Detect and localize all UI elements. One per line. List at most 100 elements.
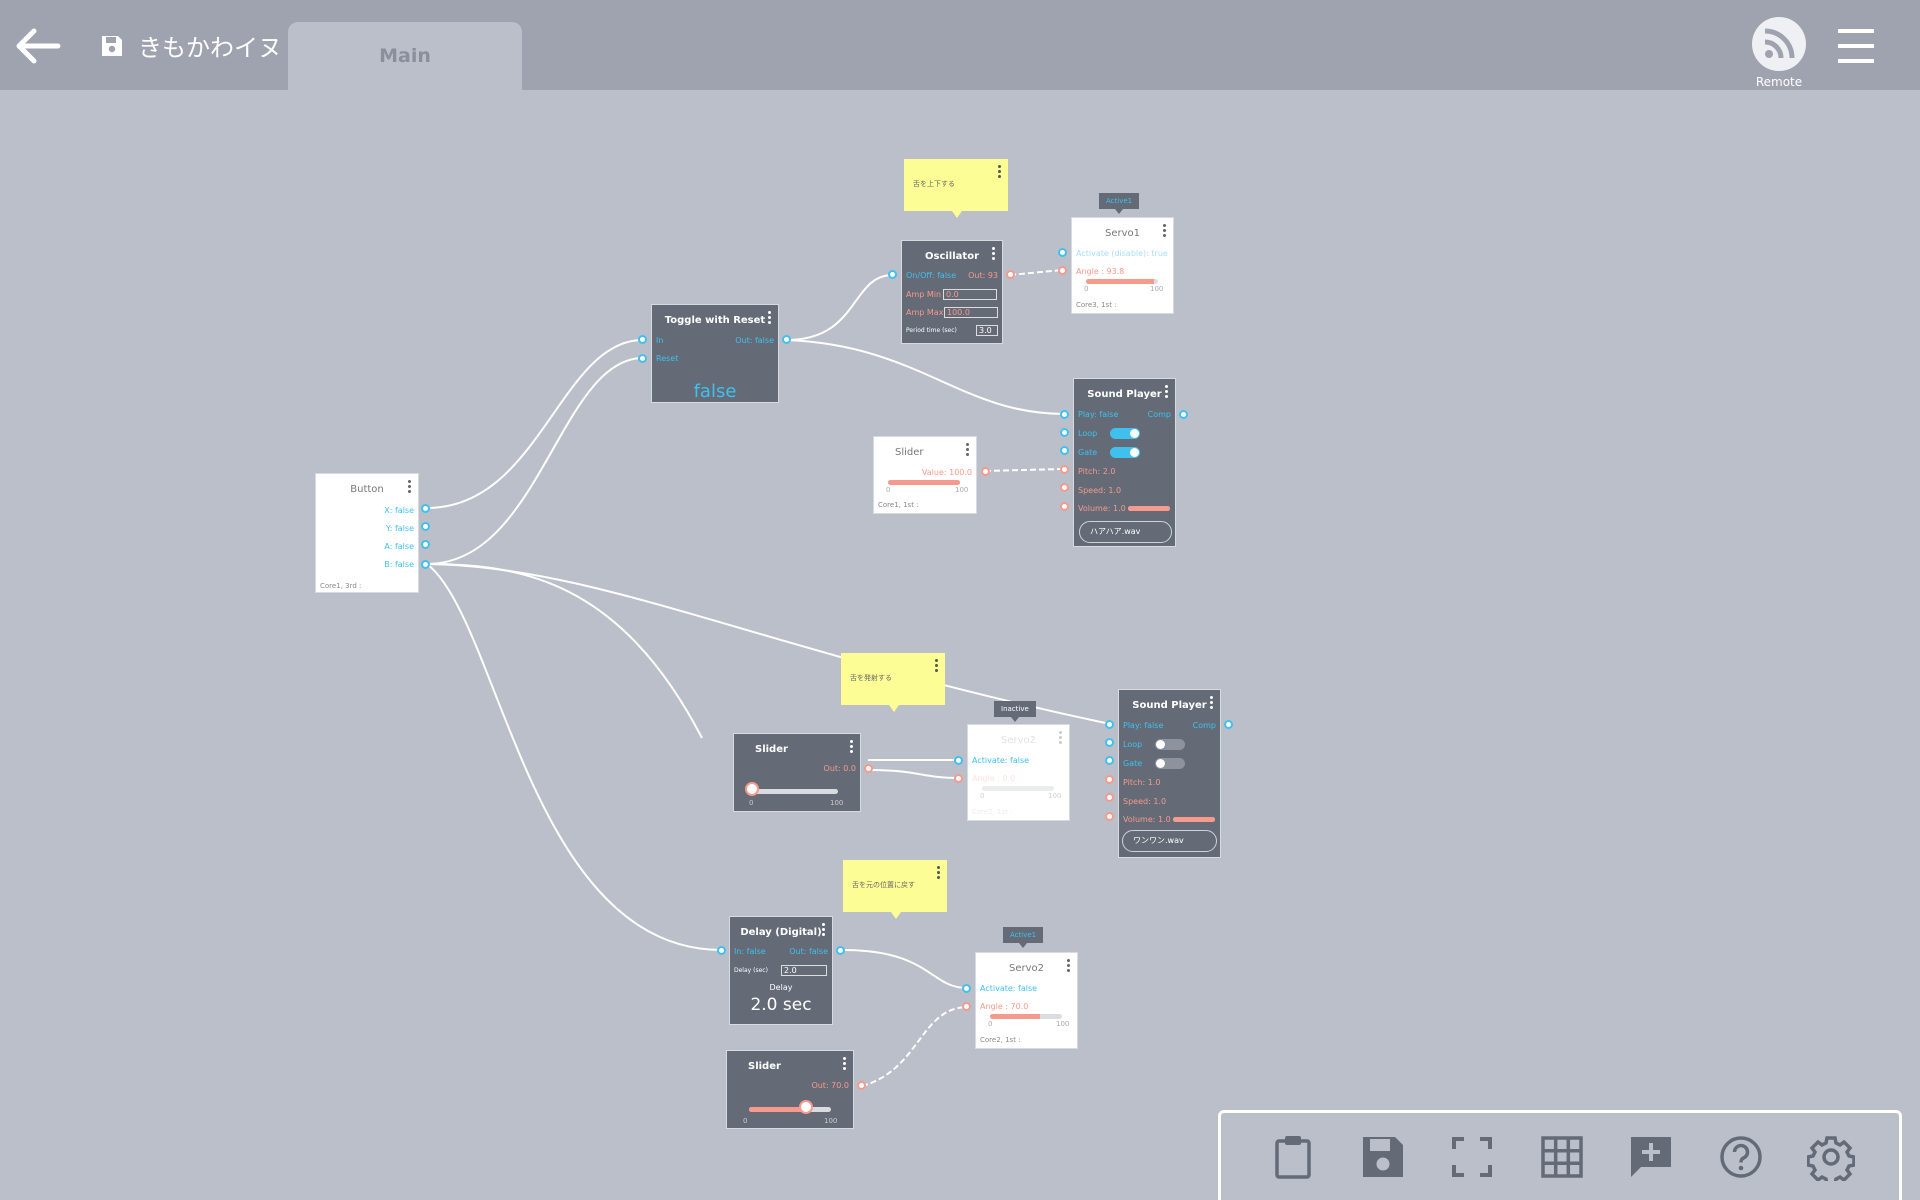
more-options-icon[interactable]	[850, 740, 854, 755]
port-in-activate[interactable]	[1058, 248, 1067, 257]
remote-button[interactable]: Remote	[1752, 17, 1806, 89]
more-options-icon[interactable]	[408, 480, 412, 495]
more-options-icon[interactable]	[768, 311, 772, 326]
node-oscillator[interactable]: Oscillator On/Off: false Out: 93 Amp Min…	[901, 240, 1003, 344]
port-in-play[interactable]	[1060, 410, 1069, 419]
port-out-oscillator[interactable]	[1006, 270, 1015, 279]
node-delay-digital[interactable]: Delay (Digital) In: false Out: false Del…	[729, 916, 833, 1025]
port-in-onoff[interactable]	[888, 270, 897, 279]
node-servo2[interactable]: Servo2 Activate: false Angle : 70.0 0 10…	[975, 952, 1078, 1049]
more-options-icon[interactable]	[822, 923, 826, 938]
more-options-icon[interactable]	[843, 1057, 847, 1072]
more-options-icon[interactable]	[935, 659, 939, 674]
port-out-slider[interactable]	[857, 1081, 866, 1090]
slider-knob[interactable]	[799, 1100, 814, 1114]
port-in-gate[interactable]	[1060, 446, 1069, 455]
input-loop: Loop	[1078, 429, 1098, 438]
port-in-in[interactable]	[717, 946, 726, 955]
period-field[interactable]: 3.0	[976, 325, 998, 336]
loop-toggle[interactable]	[1155, 739, 1185, 750]
grid-icon[interactable]	[1538, 1133, 1586, 1181]
node-title: Servo1	[1104, 228, 1140, 239]
output-a: A: false	[384, 542, 414, 551]
port-in-activate[interactable]	[954, 756, 963, 765]
clipboard-icon[interactable]	[1269, 1133, 1317, 1181]
angle-bar	[982, 786, 1054, 791]
help-icon[interactable]	[1717, 1133, 1765, 1181]
more-options-icon[interactable]	[937, 866, 941, 881]
core-label: Core2, 1st :	[980, 1036, 1021, 1044]
note-tongue-reset[interactable]: 舌を元の位置に戻す	[843, 860, 947, 919]
node-slider-1[interactable]: Slider Value: 100.0 0 100 Core1, 1st :	[873, 436, 977, 514]
node-slider-3[interactable]: Slider Out: 70.0 0 100	[726, 1050, 854, 1129]
input-loop: Loop	[1123, 740, 1143, 749]
tab-main[interactable]: Main	[288, 22, 522, 90]
port-out-b[interactable]	[421, 560, 430, 569]
node-toggle-with-reset[interactable]: Toggle with Reset In Reset Out: false fa…	[651, 304, 779, 403]
port-in-pitch[interactable]	[1105, 775, 1114, 784]
more-options-icon[interactable]	[1067, 959, 1071, 974]
port-out-toggle[interactable]	[782, 335, 791, 344]
port-in-volume[interactable]	[1105, 812, 1114, 821]
port-in-loop[interactable]	[1060, 428, 1069, 437]
hamburger-menu-icon[interactable]	[1836, 26, 1876, 66]
node-servo1[interactable]: Servo1 Activate (disable): true Angle : …	[1071, 217, 1174, 314]
port-in-speed[interactable]	[1105, 793, 1114, 802]
port-out-y[interactable]	[421, 522, 430, 531]
fullscreen-icon[interactable]	[1448, 1133, 1496, 1181]
node-sound-player-2[interactable]: Sound Player Play: false Comp Loop Gate …	[1118, 689, 1221, 858]
port-in-volume[interactable]	[1060, 502, 1069, 511]
port-out-comp[interactable]	[1224, 720, 1233, 729]
node-sound-player-1[interactable]: Sound Player Play: false Comp Loop Gate …	[1073, 378, 1176, 547]
toggle-value: false	[693, 381, 737, 402]
port-out-slider[interactable]	[864, 764, 873, 773]
note-tongue-shoot[interactable]: 舌を発射する	[841, 653, 945, 712]
node-slider-2[interactable]: Slider Out: 0.0 0 100	[733, 733, 861, 812]
save-icon[interactable]	[1359, 1133, 1407, 1181]
delay-field[interactable]: 2.0	[781, 965, 827, 976]
back-arrow-icon[interactable]	[10, 18, 66, 74]
port-in-reset[interactable]	[638, 354, 647, 363]
port-in-in[interactable]	[638, 335, 647, 344]
port-in-activate[interactable]	[962, 984, 971, 993]
more-options-icon[interactable]	[992, 247, 996, 262]
port-out-delay[interactable]	[836, 946, 845, 955]
more-options-icon[interactable]	[1165, 385, 1169, 400]
note-tongue-up-down[interactable]: 舌を上下する	[904, 159, 1008, 218]
more-options-icon[interactable]	[998, 165, 1002, 180]
amp-max-field[interactable]: 100.0	[944, 307, 998, 318]
more-options-icon[interactable]	[1210, 696, 1214, 711]
node-servo2-inactive[interactable]: Servo2 Angle : 0.0 0 100 Core2, 1st : Ac…	[967, 724, 1070, 821]
gate-toggle[interactable]	[1110, 447, 1140, 458]
port-in-angle[interactable]	[1058, 266, 1067, 275]
port-in-gate[interactable]	[1105, 756, 1114, 765]
settings-icon[interactable]	[1807, 1133, 1855, 1181]
port-in-speed[interactable]	[1060, 483, 1069, 492]
port-out-value[interactable]	[981, 467, 990, 476]
add-comment-icon[interactable]	[1627, 1133, 1675, 1181]
slider-track[interactable]	[749, 1107, 831, 1112]
output-b: B: false	[384, 560, 414, 569]
more-options-icon[interactable]	[966, 443, 970, 458]
port-out-comp[interactable]	[1179, 410, 1188, 419]
project-title[interactable]: きもかわイヌ	[100, 28, 282, 63]
port-out-x[interactable]	[421, 504, 430, 513]
slider-track[interactable]	[752, 789, 838, 794]
sound-file-select[interactable]: ハアハア.wav	[1079, 521, 1172, 543]
port-in-angle[interactable]	[962, 1002, 971, 1011]
port-in-angle[interactable]	[954, 774, 963, 783]
sound-file-select[interactable]: ワンワン.wav	[1122, 830, 1217, 852]
amp-min-field[interactable]: 0.0	[943, 289, 997, 300]
gate-toggle[interactable]	[1155, 758, 1185, 769]
more-options-icon[interactable]	[1163, 224, 1167, 239]
node-button[interactable]: Button X: false Y: false A: false B: fal…	[315, 473, 419, 593]
loop-toggle[interactable]	[1110, 428, 1140, 439]
port-out-a[interactable]	[421, 540, 430, 549]
port-in-play[interactable]	[1105, 720, 1114, 729]
delay-label: Delay (sec)	[734, 967, 768, 974]
more-options-icon[interactable]	[1059, 731, 1063, 746]
slider-knob[interactable]	[745, 782, 759, 796]
port-in-pitch[interactable]	[1060, 465, 1069, 474]
port-in-loop[interactable]	[1105, 738, 1114, 747]
input-activate: Activate: false	[980, 984, 1038, 993]
